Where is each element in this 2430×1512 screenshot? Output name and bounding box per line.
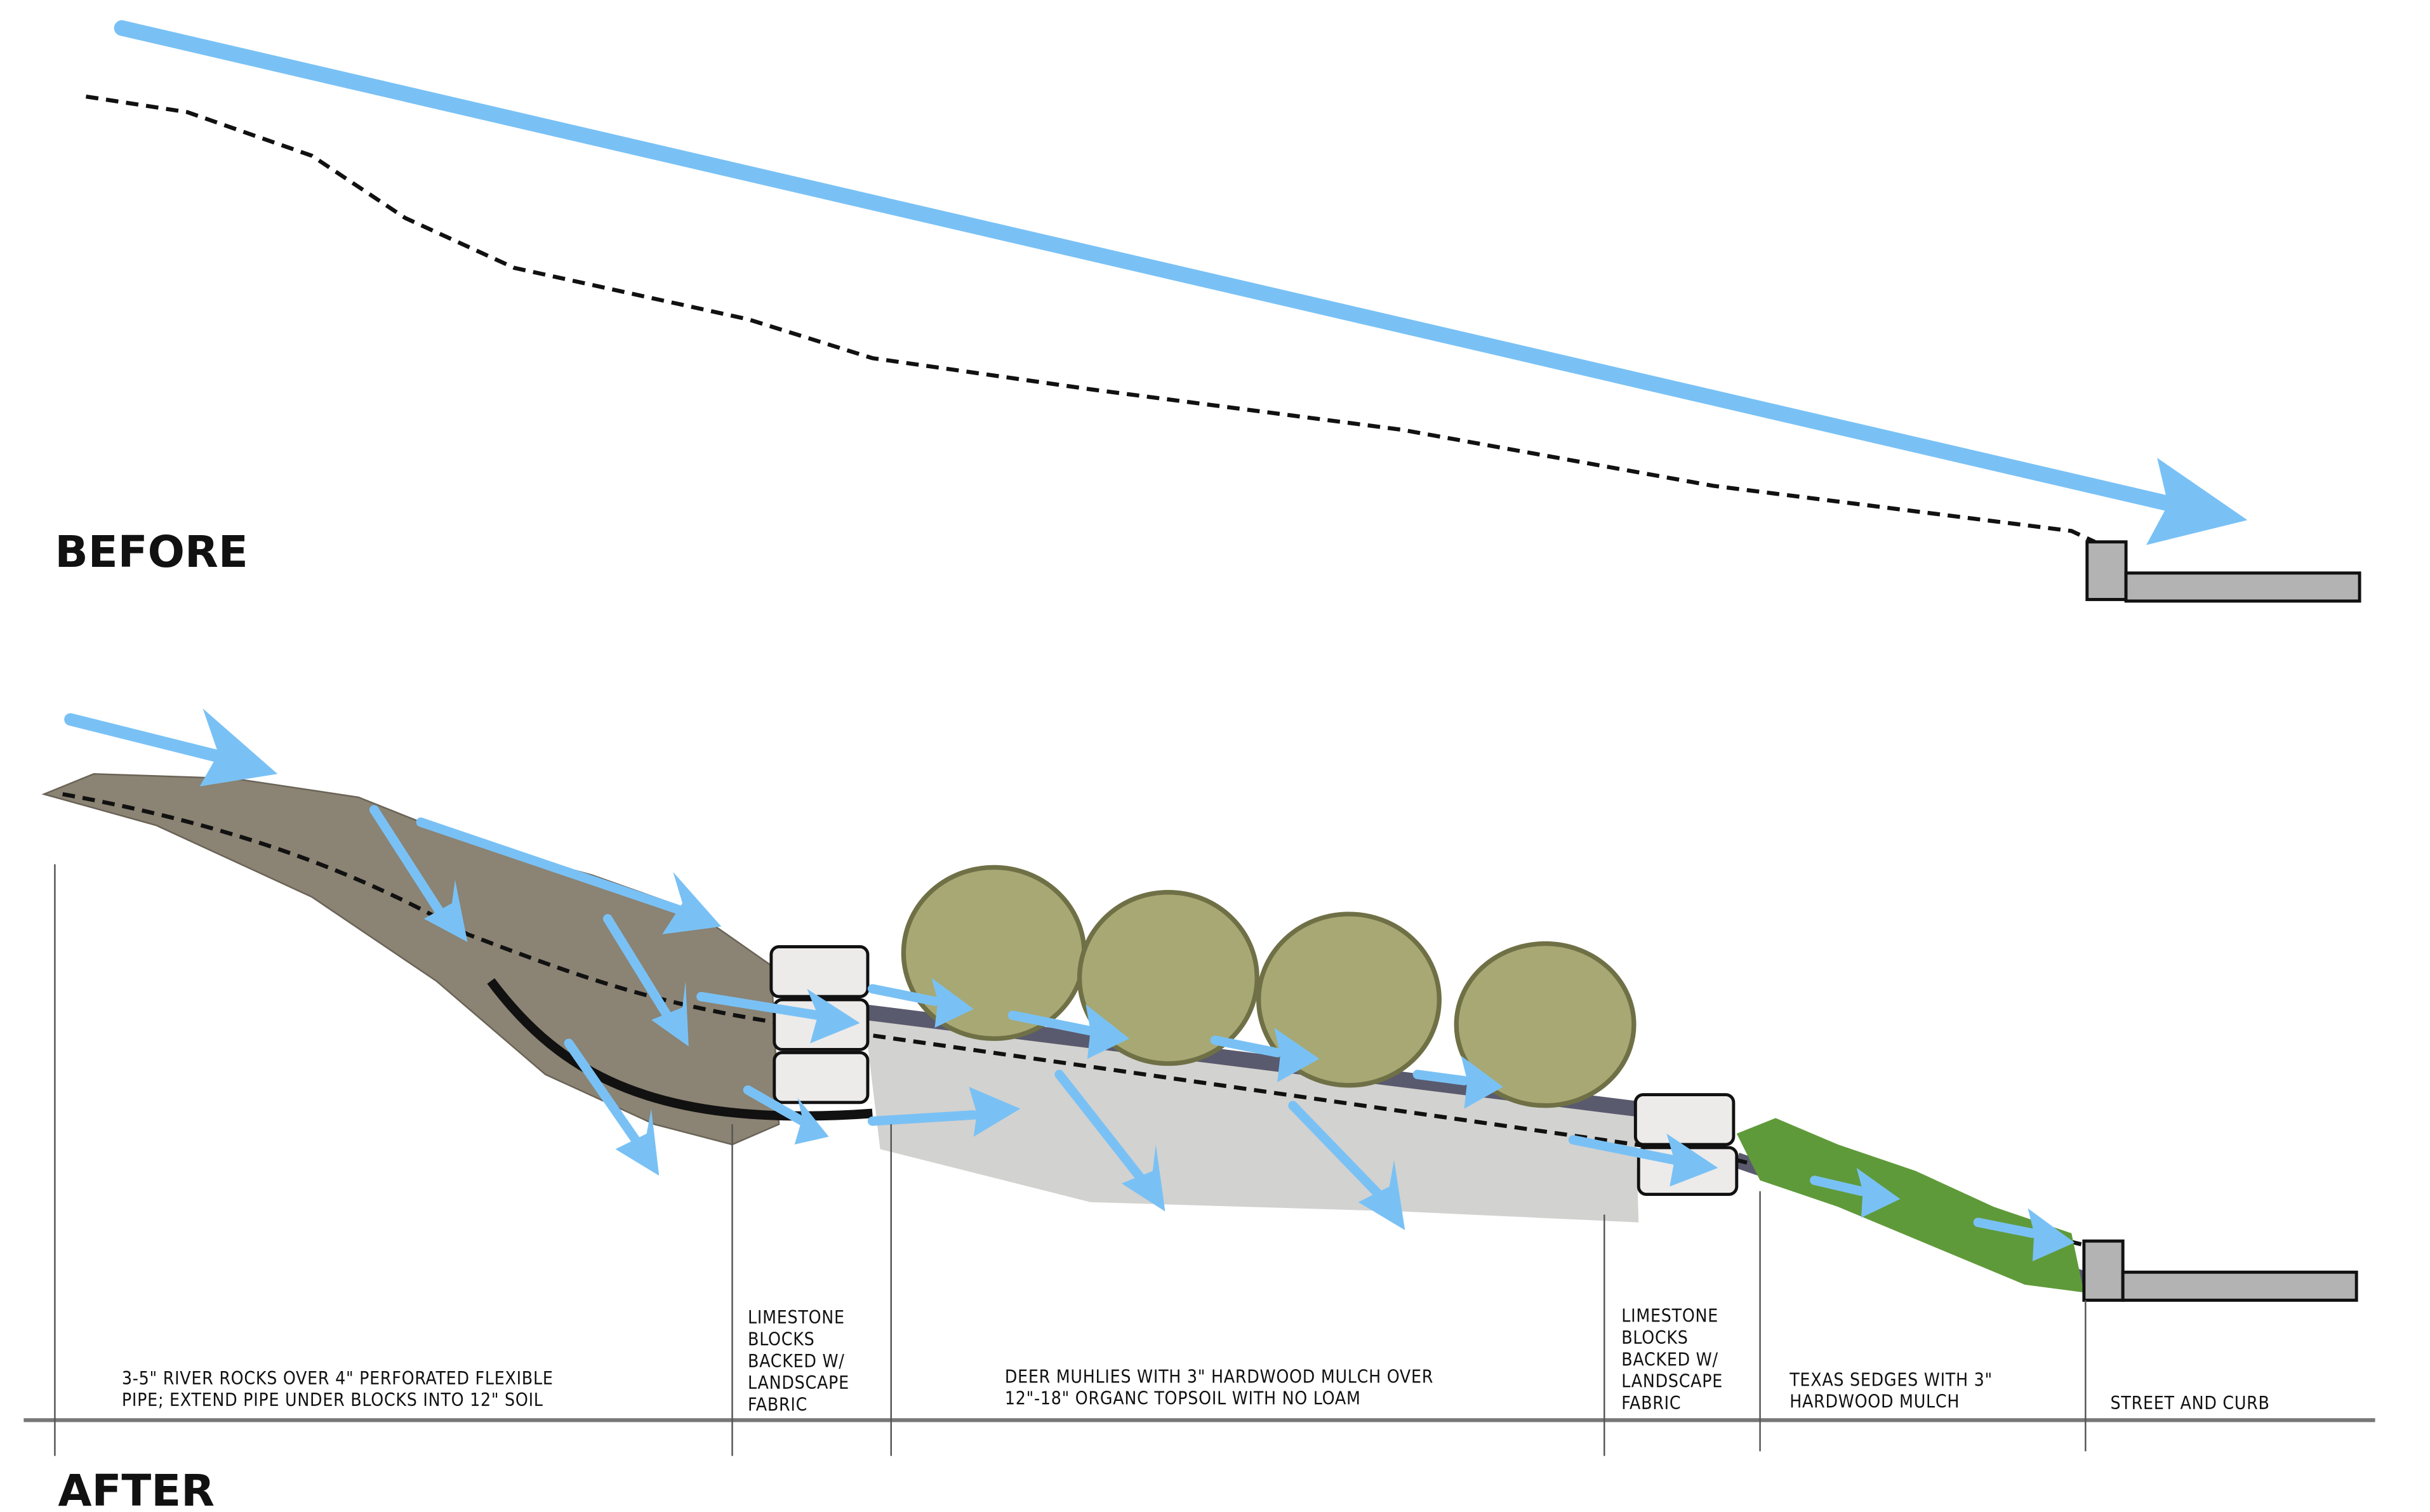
label-limestone-left: LIMESTONE BLOCKS BACKED W/ LANDSCAPE FAB…: [748, 1307, 855, 1415]
river-rock-layer: [41, 773, 780, 1146]
deer-muhly-plant: [901, 865, 1087, 1041]
deer-muhly-plant: [1454, 941, 1637, 1108]
before-title: BEFORE: [55, 527, 248, 578]
before-curb: [2085, 540, 2128, 601]
deer-muhly-plant: [1077, 889, 1259, 1066]
before-street: [2124, 571, 2361, 603]
label-street-curb: STREET AND CURB: [2111, 1393, 2270, 1414]
after-section: 3-5" RIVER ROCKS OVER 4" PERFORATED FLEX…: [23, 708, 2375, 1512]
label-texas-sedges: TEXAS SEDGES WITH 3" HARDWOOD MULCH: [1789, 1369, 1998, 1412]
texas-sedges: [1736, 1118, 2084, 1293]
after-street: [2121, 1270, 2358, 1302]
after-grade-line: [62, 792, 2088, 1248]
after-flow-arrows: [64, 708, 2075, 1262]
before-flow-arrow-shaft: [114, 20, 2181, 513]
deer-muhly-plant: [1256, 912, 1442, 1088]
before-grade-line: [85, 94, 2096, 544]
limestone-blocks-left: [769, 945, 870, 1104]
label-deer-muhlies: DEER MUHLIES WITH 3" HARDWOOD MULCH OVER…: [1005, 1366, 1439, 1409]
label-limestone-right: LIMESTONE BLOCKS BACKED W/ LANDSCAPE FAB…: [1621, 1306, 1729, 1414]
deer-muhly-grasses: [901, 865, 1637, 1108]
before-section: BEFORE: [55, 20, 2361, 603]
label-river-rocks: 3-5" RIVER ROCKS OVER 4" PERFORATED FLEX…: [122, 1368, 559, 1410]
before-flow-arrow-head: [2146, 458, 2248, 545]
after-curb: [2082, 1239, 2125, 1302]
after-title: AFTER: [58, 1466, 215, 1512]
